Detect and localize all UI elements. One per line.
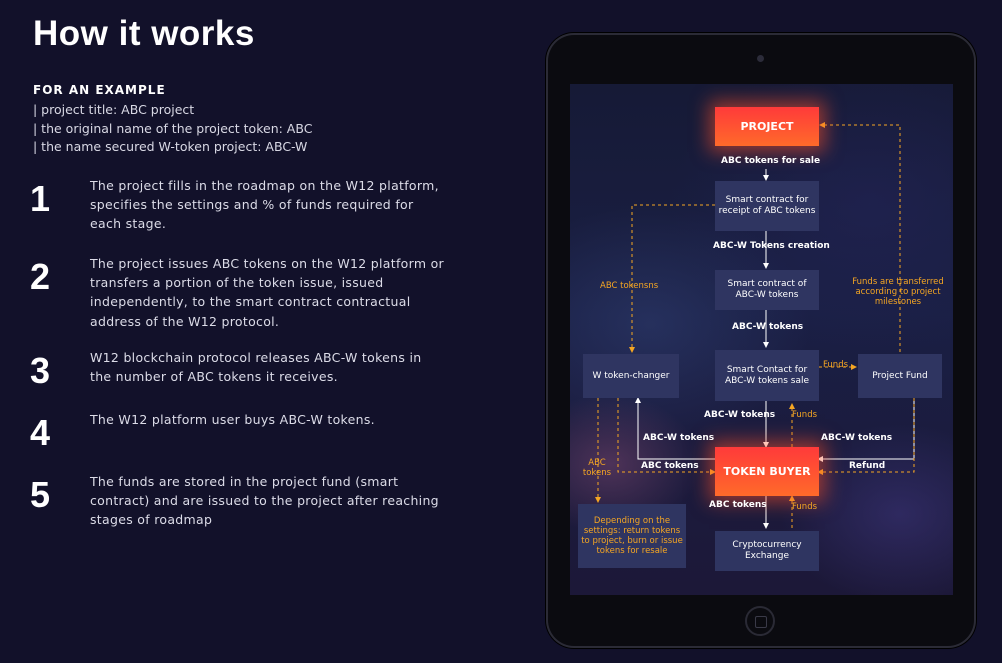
arrow-fund-to-buyer	[817, 398, 915, 462]
label-abcw-tokens-1: ABC-W tokens	[732, 322, 804, 332]
example-line-project-title: | project title: ABC project	[33, 102, 195, 117]
label-abcw-tokens-right: ABC-W tokens	[821, 433, 893, 443]
step-text: W12 blockchain protocol releases ABC-W t…	[90, 350, 422, 385]
label-abc-for-sale: ABC tokens for sale	[721, 156, 821, 166]
page-title: How it works	[33, 14, 255, 53]
label-abc-tokens-left: ABC tokens	[641, 461, 699, 471]
label-abcw-creation: ABC-W Tokens creation	[713, 241, 830, 251]
label-funds-transferred: Funds are transferred according to proje…	[852, 277, 944, 307]
node-token-buyer: TOKEN BUYER	[715, 447, 819, 496]
label-funds-1: Funds	[823, 360, 849, 370]
dashed-fund-to-project	[819, 122, 901, 352]
node-project-fund: Project Fund	[858, 354, 942, 398]
step-number: 5	[30, 474, 51, 515]
step-number: 1	[30, 178, 51, 219]
label-funds-3: Funds	[792, 502, 818, 512]
step-text: The funds are stored in the project fund…	[90, 474, 439, 528]
dashed-changer-to-buyer	[617, 398, 716, 475]
node-sc-receipt: Smart contract for receipt of ABC tokens	[715, 181, 819, 231]
home-button[interactable]	[745, 606, 775, 636]
node-crypto-exchange: Cryptocurrency Exchange	[715, 531, 819, 571]
label-abcw-tokens-2: ABC-W tokens	[704, 410, 776, 420]
node-settings-note: Depending on the settings: return tokens…	[578, 504, 686, 568]
node-sc-abcw: Smart contract of ABC-W tokens	[715, 270, 819, 310]
label-abc-tokens-bottom: ABC tokens	[709, 500, 767, 510]
example-heading: FOR AN EXAMPLE	[33, 83, 166, 97]
step-text: The project issues ABC tokens on the W12…	[90, 256, 444, 329]
node-project: PROJECT	[715, 107, 819, 146]
example-line-w-token: | the name secured W-token project: ABC-…	[33, 139, 308, 154]
dashed-receipt-to-changer	[629, 204, 715, 353]
dashed-fund-refund	[817, 398, 915, 475]
label-abc-tokensns: ABC tokensns	[600, 281, 659, 291]
label-funds-2: Funds	[792, 410, 818, 420]
label-refund: Refund	[849, 461, 886, 471]
example-line-original-token: | the original name of the project token…	[33, 120, 313, 136]
label-abc-tokens-vertical: ABC tokens	[582, 458, 612, 478]
node-w-token-changer: W token-changer	[583, 354, 679, 398]
step-number: 3	[30, 350, 51, 391]
arrow-buyer-to-changer	[635, 397, 715, 460]
example-lines: | project title: ABC project | the origi…	[33, 101, 312, 157]
node-sc-sale: Smart Contact for ABC-W tokens sale	[715, 350, 819, 401]
camera-icon	[757, 55, 764, 62]
step-number: 2	[30, 256, 51, 297]
step-number: 4	[30, 412, 51, 453]
step-text: The project fills in the roadmap on the …	[90, 178, 439, 232]
step-text: The W12 platform user buys ABC-W tokens.	[90, 412, 375, 427]
tablet-device: PROJECT ABC tokens for sale Smart contra…	[546, 33, 976, 648]
diagram-connectors	[595, 122, 915, 529]
label-abcw-tokens-left: ABC-W tokens	[643, 433, 715, 443]
flow-diagram: PROJECT ABC tokens for sale Smart contra…	[570, 84, 953, 595]
